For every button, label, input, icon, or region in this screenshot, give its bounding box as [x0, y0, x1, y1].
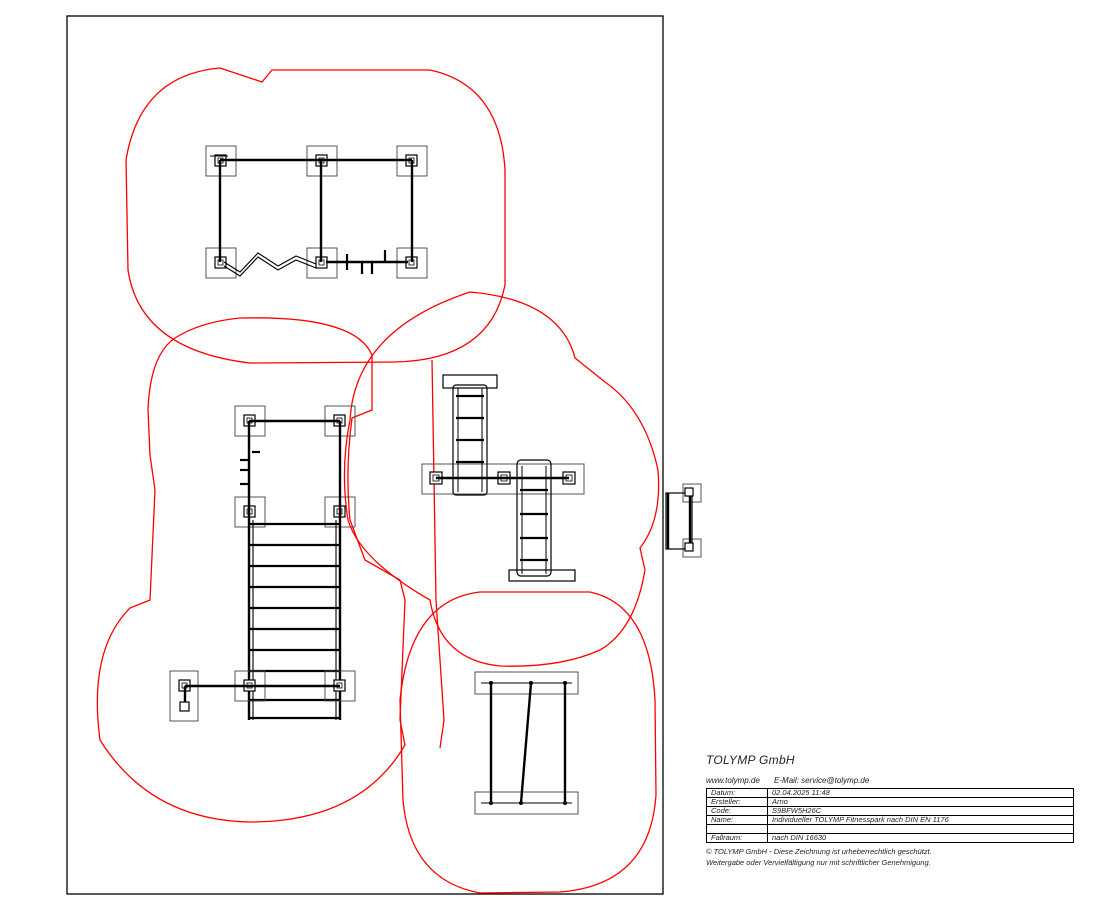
table-row: Fallraum: nach DIN 16630 [706, 833, 1074, 843]
copyright-line: Weitergabe oder Vervielfältigung nur mit… [706, 858, 931, 867]
safety-zone-left [96, 317, 406, 823]
station-outside-element [665, 483, 702, 558]
table-row [706, 824, 1074, 834]
table-row: Ersteller: Arno [706, 797, 1074, 807]
copyright-line: © TOLYMP GmbH - Diese Zeichnung ist urhe… [706, 847, 932, 856]
row-value: 02.04.2025 11:48 [767, 788, 1074, 798]
website-text: www.tolymp.de [706, 776, 760, 785]
safety-zone-left-edge [431, 359, 445, 749]
station-parallel-bars [474, 671, 579, 815]
table-row: Datum: 02.04.2025 11:48 [706, 788, 1074, 798]
safety-zone-bottom [399, 591, 657, 894]
sheet-border [66, 15, 664, 895]
safety-zone-middle [343, 291, 660, 667]
station-benches [421, 374, 585, 582]
email-text: E-Mail: service@tolymp.de [774, 776, 870, 785]
station-top-frame [205, 145, 428, 279]
table-row: Name: Individueller TOLYMP Fitnesspark n… [706, 815, 1074, 825]
row-key: Fallraum: [706, 833, 768, 843]
title-block: TOLYMP GmbH www.tolymp.de E-Mail: servic… [706, 753, 1078, 868]
safety-zone-top [125, 67, 506, 364]
station-ladder [169, 405, 356, 722]
copyright-notice: © TOLYMP GmbH - Diese Zeichnung ist urhe… [706, 846, 1078, 868]
row-key: Name: [706, 815, 768, 825]
row-value: Individueller TOLYMP Fitnesspark nach DI… [767, 815, 1074, 825]
contact-line: www.tolymp.de E-Mail: service@tolymp.de [706, 776, 1078, 785]
company-name: TOLYMP GmbH [706, 753, 795, 767]
info-table: Datum: 02.04.2025 11:48 Ersteller: Arno … [706, 788, 1074, 843]
row-value: nach DIN 16630 [767, 833, 1074, 843]
